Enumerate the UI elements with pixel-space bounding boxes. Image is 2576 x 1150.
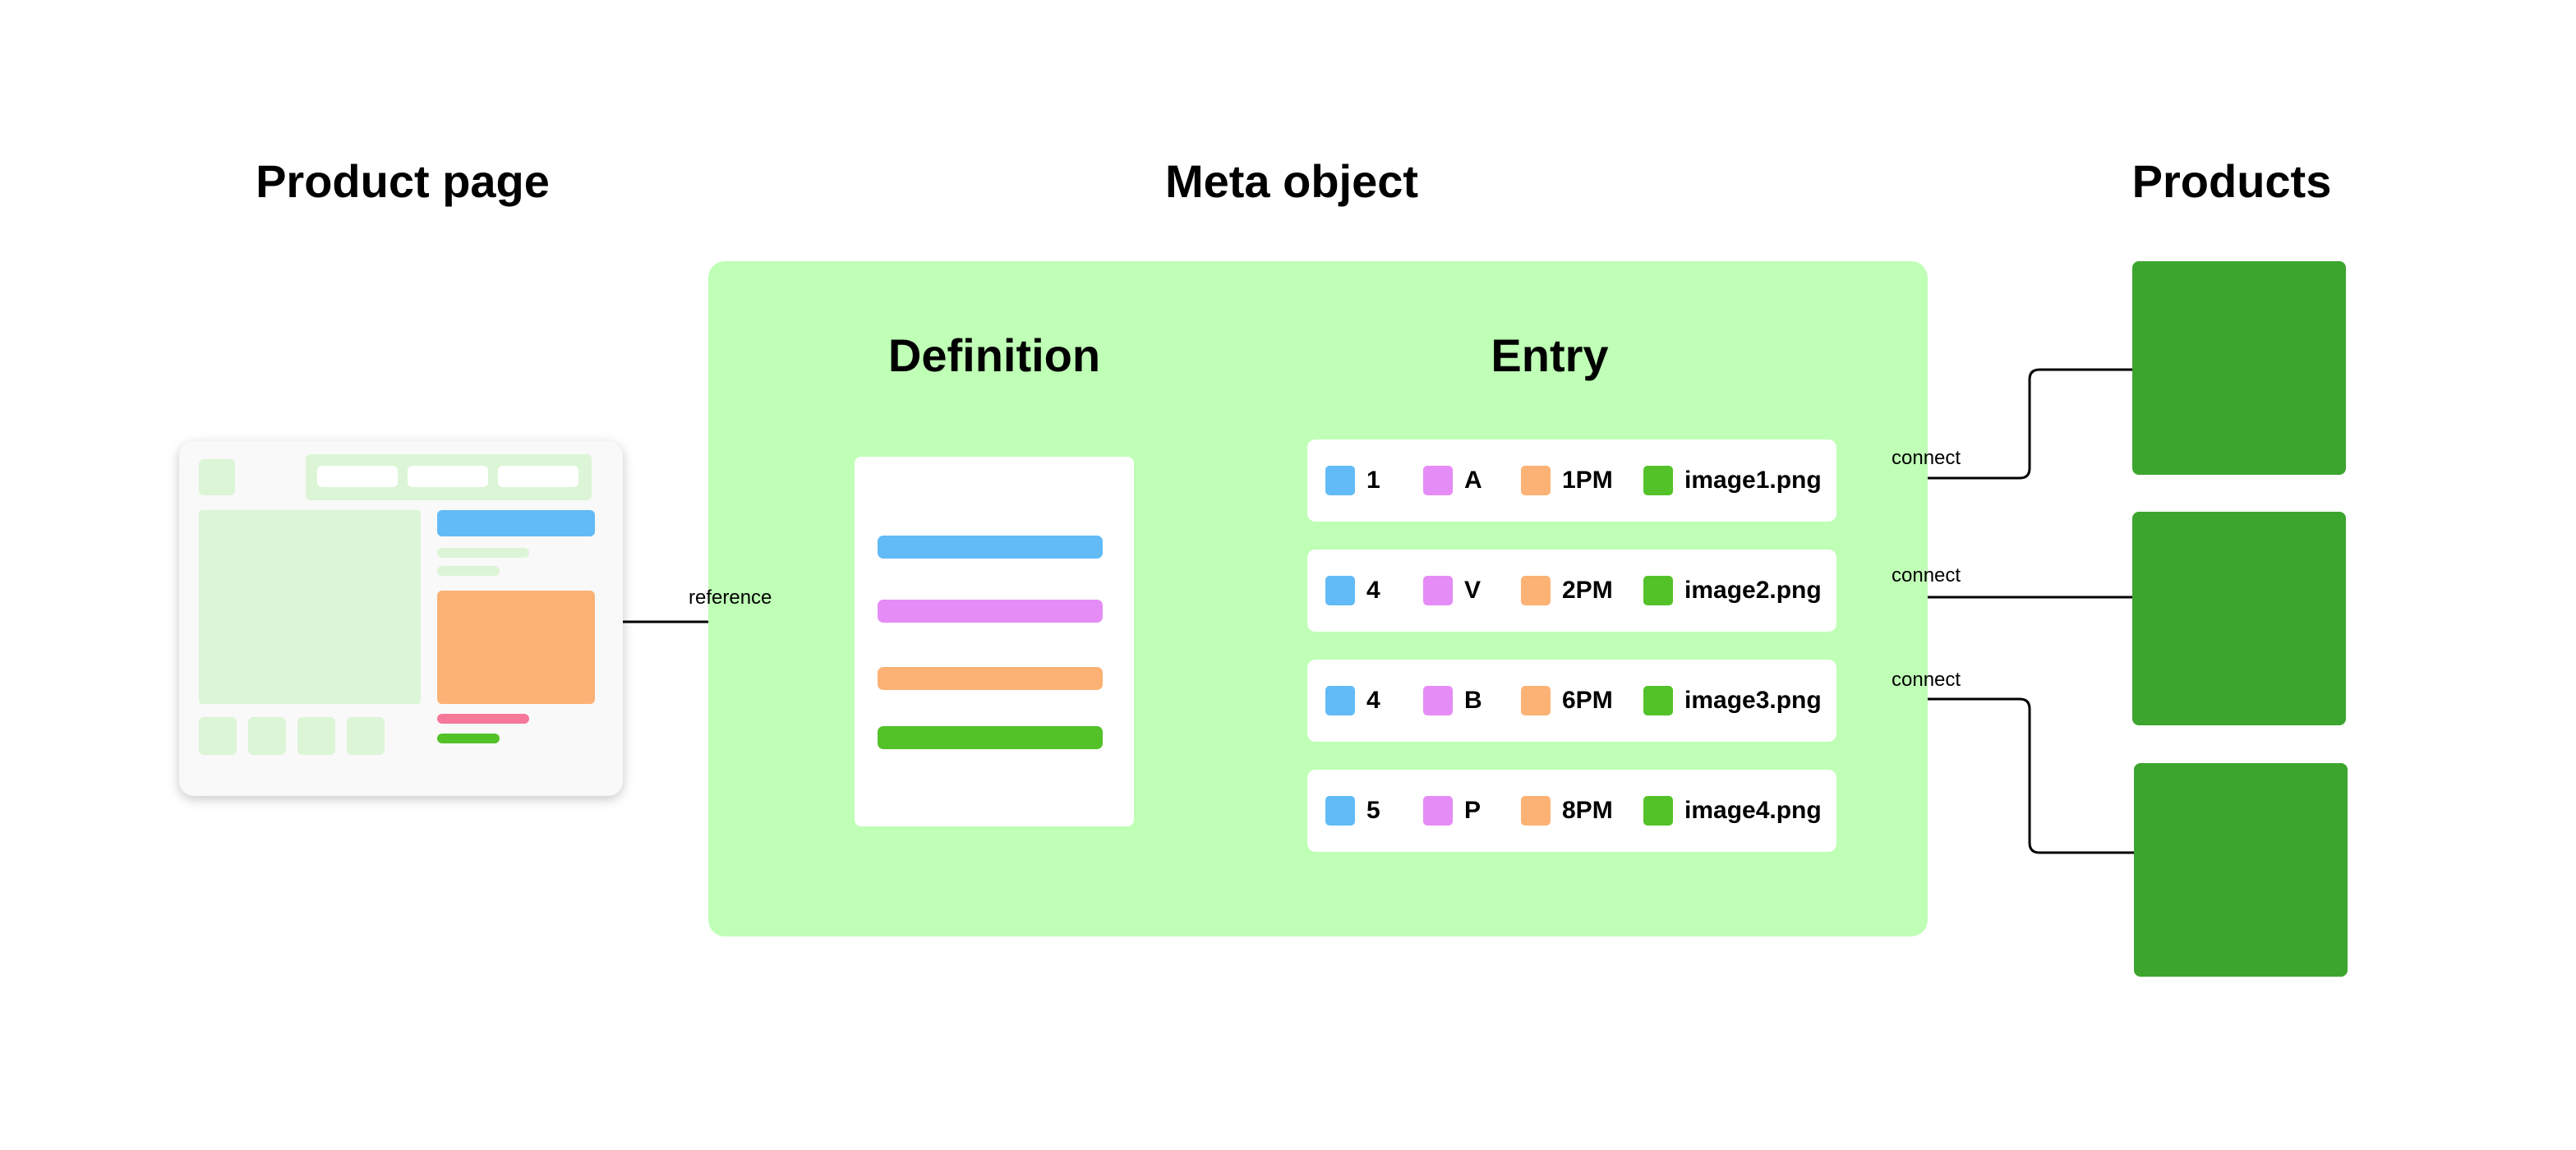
entry-value: image1.png [1684,467,1822,494]
entry-field-letter: B [1423,686,1482,715]
entry-title: Entry [1491,329,1609,381]
product-box-2 [2132,512,2346,725]
nav-bar-placeholder [306,454,592,500]
blue-field-bar [878,536,1103,559]
thumbnail-placeholder [248,717,286,755]
image-placeholder [199,510,421,704]
entry-value: 1 [1366,467,1380,494]
pink-line-placeholder [437,714,529,724]
entry-value: B [1464,687,1482,714]
thumbnail-placeholder [199,717,237,755]
product-box-1 [2132,261,2346,475]
product-box-3 [2134,763,2348,977]
products-title: Products [2131,155,2332,207]
green-square-icon [1643,576,1673,605]
connect-label-1: connect [1892,447,1961,469]
entry-field-number: 1 [1325,466,1380,495]
entry-value: P [1464,797,1482,824]
reference-label: reference [689,586,772,609]
product-page-title: Product page [256,155,550,207]
entry-row-4: 5 P 8PM image4.png [1307,770,1836,852]
definition-title: Definition [887,329,1101,381]
orange-square-icon [1521,686,1551,715]
entry-field-image: image1.png [1643,466,1822,495]
orange-square-icon [1521,576,1551,605]
green-line-placeholder [437,734,500,743]
logo-placeholder [199,459,235,495]
entry-field-time: 8PM [1521,796,1613,826]
entry-field-number: 4 [1325,686,1380,715]
green-square-icon [1643,686,1673,715]
blue-square-icon [1325,576,1355,605]
title-placeholder [437,510,595,536]
green-square-icon [1643,466,1673,495]
entry-value: 5 [1366,797,1380,824]
green-square-icon [1643,796,1673,826]
entry-value: 4 [1366,687,1380,714]
orange-square-icon [1521,796,1551,826]
entry-value: A [1464,467,1482,494]
orange-field-bar [878,667,1103,690]
text-line-placeholder [437,548,529,558]
text-line-placeholder [437,566,500,576]
nav-item-placeholder [317,466,398,487]
orange-block-placeholder [437,591,595,704]
connect-label-3: connect [1892,669,1961,691]
definition-card [855,457,1134,826]
thumbnail-placeholder [297,717,335,755]
connect-line-1 [1836,368,2134,480]
entry-value: 6PM [1562,687,1613,714]
orange-square-icon [1521,466,1551,495]
entry-field-number: 5 [1325,796,1380,826]
pink-square-icon [1423,686,1453,715]
pink-square-icon [1423,796,1453,826]
blue-square-icon [1325,796,1355,826]
entry-row-3: 4 B 6PM image3.png [1307,660,1836,742]
green-field-bar [878,726,1103,749]
connect-line-3 [1836,697,2134,854]
entry-field-number: 4 [1325,576,1380,605]
product-page-mockup [179,441,623,796]
nav-item-placeholder [498,466,578,487]
thumbnail-placeholder [347,717,385,755]
entry-field-letter: A [1423,466,1482,495]
entry-value: 2PM [1562,577,1613,604]
connect-label-2: connect [1892,564,1961,586]
blue-square-icon [1325,686,1355,715]
entry-value: image2.png [1684,577,1822,604]
entry-value: 1PM [1562,467,1613,494]
entry-field-time: 6PM [1521,686,1613,715]
meta-object-title: Meta object [1164,155,1419,207]
entry-value: V [1464,577,1482,604]
entry-value: image4.png [1684,797,1822,824]
entry-row-2: 4 V 2PM image2.png [1307,550,1836,632]
pink-field-bar [878,600,1103,623]
pink-square-icon [1423,466,1453,495]
entry-field-letter: P [1423,796,1481,826]
entry-value: 4 [1366,577,1380,604]
pink-square-icon [1423,576,1453,605]
entry-value: 8PM [1562,797,1613,824]
entry-field-time: 1PM [1521,466,1613,495]
entry-row-1: 1 A 1PM image1.png [1307,439,1836,522]
entry-field-image: image2.png [1643,576,1822,605]
entry-field-letter: V [1423,576,1481,605]
blue-square-icon [1325,466,1355,495]
entry-field-time: 2PM [1521,576,1613,605]
entry-value: image3.png [1684,687,1822,714]
nav-item-placeholder [408,466,488,487]
entry-field-image: image3.png [1643,686,1822,715]
entry-field-image: image4.png [1643,796,1822,826]
